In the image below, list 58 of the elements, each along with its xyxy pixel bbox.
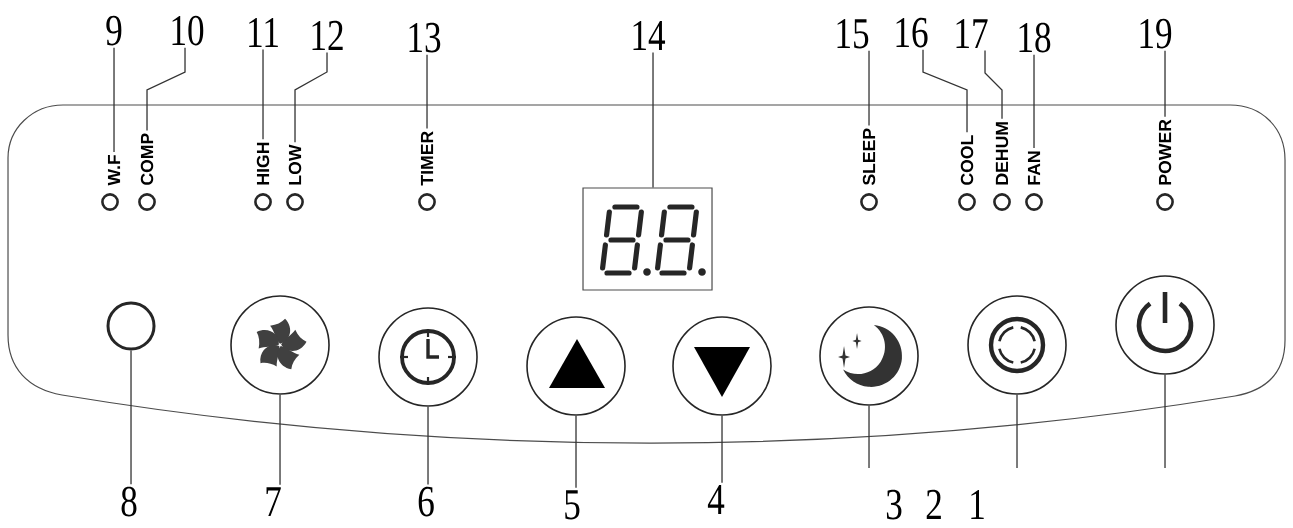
indicator-label: HIGH <box>256 142 270 185</box>
indicator-label: W.F <box>107 154 121 186</box>
callout-number: 14 <box>633 20 666 50</box>
leader-line <box>427 406 429 486</box>
leader-line <box>262 48 264 140</box>
leader-line <box>868 405 870 469</box>
leader-line <box>426 54 428 130</box>
leader-line <box>279 394 281 486</box>
callout-number: 4 <box>707 485 725 514</box>
callout-number: 9 <box>106 15 122 46</box>
round-button <box>378 307 478 407</box>
callout-number: 18 <box>1019 22 1051 53</box>
callout-number: 1 <box>971 489 984 519</box>
callout-number: 10 <box>172 15 204 46</box>
leader-line <box>146 47 186 132</box>
callout-number: 8 <box>121 486 137 517</box>
indicator-label: SLEEP <box>862 128 876 186</box>
leader-line <box>922 49 968 133</box>
round-button <box>1115 275 1215 375</box>
round-button <box>526 316 626 416</box>
round-button <box>819 306 919 406</box>
callout-number: 2 <box>926 489 941 519</box>
leader-line <box>1164 374 1166 469</box>
leader-line <box>868 50 870 127</box>
leader-line <box>1016 394 1018 469</box>
leader-line <box>575 415 577 489</box>
callout-number: 17 <box>956 18 988 48</box>
leader-line <box>721 415 723 484</box>
leader-line <box>652 51 654 189</box>
leader-line <box>113 47 115 153</box>
indicator-label: COOL <box>960 135 974 185</box>
sensor-circle <box>106 301 156 351</box>
round-button <box>672 316 772 416</box>
round-button <box>967 295 1067 395</box>
leader-line <box>1033 54 1035 149</box>
callout-number: 16 <box>896 17 928 48</box>
leader-line <box>294 51 328 143</box>
callout-number: 15 <box>837 18 869 49</box>
leader-line <box>984 49 1003 120</box>
indicator-label: TIMER <box>420 131 434 186</box>
leader-line <box>130 349 132 485</box>
indicator-label: COMP <box>140 133 154 185</box>
display-window <box>582 187 713 291</box>
callout-number: 19 <box>1140 18 1172 49</box>
callout-number: 13 <box>409 22 441 53</box>
callout-number: 6 <box>418 486 434 517</box>
callout-number: 12 <box>312 20 343 50</box>
callout-number: 7 <box>266 487 281 516</box>
control-panel <box>7 104 1286 444</box>
leader-line <box>1164 50 1166 118</box>
indicator-label: LOW <box>288 144 302 185</box>
callout-number: 11 <box>249 17 278 47</box>
callout-number: 3 <box>886 489 902 520</box>
indicator-label: POWER <box>1158 119 1172 185</box>
indicator-label: DEHUM <box>995 122 1009 185</box>
indicator-label: FAN <box>1027 151 1041 185</box>
round-button <box>230 295 330 395</box>
callout-number: 5 <box>565 490 580 520</box>
